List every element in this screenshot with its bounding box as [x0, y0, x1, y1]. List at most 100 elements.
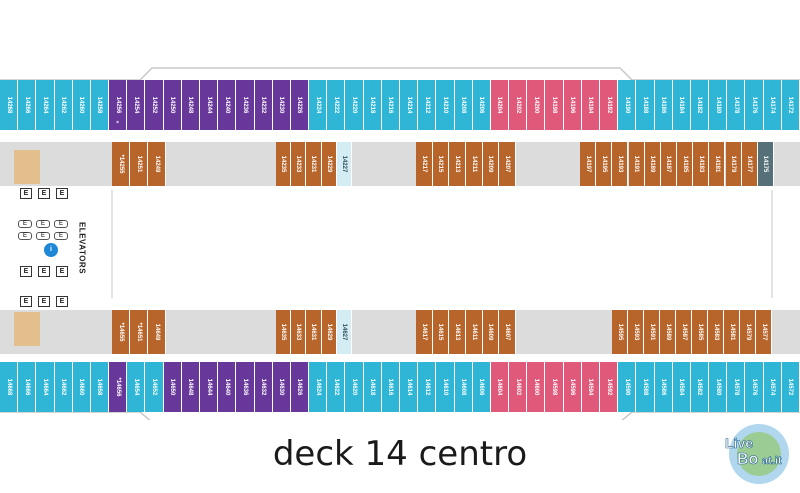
cabin-14262[interactable]: 14262: [54, 80, 73, 130]
cabin-14231[interactable]: 14231: [306, 142, 322, 186]
cabin-14195[interactable]: 14195: [596, 142, 613, 186]
cabin-14655[interactable]: *14655: [112, 310, 130, 354]
cabin-14611[interactable]: 14611: [466, 310, 483, 354]
cabin-14602[interactable]: 14602: [509, 362, 528, 412]
cabin-14662[interactable]: 14662: [54, 362, 73, 412]
cabin-14230[interactable]: 14230: [272, 80, 291, 130]
cabin-14188[interactable]: 14188: [636, 80, 655, 130]
cabin-14590[interactable]: 14590: [618, 362, 637, 412]
cabin-14233[interactable]: 14233: [291, 142, 307, 186]
cabin-14207[interactable]: 14207: [499, 142, 516, 186]
cabin-14175[interactable]: 14175: [757, 142, 774, 186]
cabin-14660[interactable]: 14660: [72, 362, 91, 412]
cabin-14576[interactable]: 14576: [745, 362, 764, 412]
cabin-14593[interactable]: 14593: [628, 310, 644, 354]
cabin-14178[interactable]: 14178: [727, 80, 746, 130]
cabin-14649[interactable]: 14649: [148, 310, 166, 354]
cabin-14251[interactable]: 14251: [130, 142, 148, 186]
cabin-14198[interactable]: 14198: [545, 80, 564, 130]
cabin-14613[interactable]: 14613: [449, 310, 466, 354]
cabin-14612[interactable]: 14612: [418, 362, 437, 412]
cabin-14185[interactable]: 14185: [677, 142, 694, 186]
cabin-14213[interactable]: 14213: [449, 142, 466, 186]
cabin-14191[interactable]: 14191: [628, 142, 645, 186]
cabin-14214[interactable]: 14214: [400, 80, 419, 130]
cabin-14600[interactable]: 14600: [527, 362, 546, 412]
cabin-14626[interactable]: 14626: [290, 362, 310, 412]
cabin-14177[interactable]: 14177: [741, 142, 758, 186]
cabin-14240[interactable]: 14240: [218, 80, 237, 130]
cabin-14582[interactable]: 14582: [690, 362, 710, 412]
cabin-14664[interactable]: 14664: [36, 362, 55, 412]
cabin-14258[interactable]: 14258: [90, 80, 110, 130]
cabin-14249[interactable]: 14249: [148, 142, 166, 186]
cabin-14212[interactable]: 14212: [418, 80, 437, 130]
cabin-14650[interactable]: 14650: [163, 362, 182, 412]
cabin-14604[interactable]: 14604: [490, 362, 510, 412]
cabin-14610[interactable]: 14610: [436, 362, 455, 412]
cabin-14189[interactable]: 14189: [644, 142, 661, 186]
cabin-14256[interactable]: 14256*: [109, 80, 128, 130]
cabin-14252[interactable]: 14252: [145, 80, 164, 130]
cabin-14654[interactable]: 14654: [127, 362, 146, 412]
cabin-14255[interactable]: *14255: [112, 142, 130, 186]
cabin-14620[interactable]: 14620: [345, 362, 364, 412]
cabin-14192[interactable]: 14192: [600, 80, 619, 130]
cabin-14216[interactable]: 14216: [381, 80, 400, 130]
cabin-14580[interactable]: 14580: [709, 362, 728, 412]
cabin-14250[interactable]: 14250: [163, 80, 182, 130]
cabin-14193[interactable]: 14193: [612, 142, 629, 186]
cabin-14210[interactable]: 14210: [436, 80, 455, 130]
cabin-14656[interactable]: *14656: [109, 362, 128, 412]
cabin-14635[interactable]: 14635: [276, 310, 292, 354]
cabin-14226[interactable]: 14226: [290, 80, 310, 130]
cabin-14598[interactable]: 14598: [545, 362, 564, 412]
cabin-14222[interactable]: 14222: [327, 80, 346, 130]
cabin-14583[interactable]: 14583: [708, 310, 724, 354]
cabin-14624[interactable]: 14624: [309, 362, 328, 412]
cabin-14179[interactable]: 14179: [725, 142, 742, 186]
cabin-14579[interactable]: 14579: [740, 310, 756, 354]
cabin-14614[interactable]: 14614: [400, 362, 419, 412]
cabin-14627[interactable]: 14627: [336, 310, 352, 354]
cabin-14588[interactable]: 14588: [636, 362, 655, 412]
cabin-14609[interactable]: 14609: [482, 310, 500, 354]
cabin-14218[interactable]: 14218: [363, 80, 382, 130]
cabin-14644[interactable]: 14644: [200, 362, 219, 412]
cabin-14631[interactable]: 14631: [306, 310, 322, 354]
cabin-14622[interactable]: 14622: [327, 362, 346, 412]
cabin-14633[interactable]: 14633: [291, 310, 307, 354]
cabin-14574[interactable]: 14574: [763, 362, 782, 412]
cabin-14592[interactable]: 14592: [600, 362, 619, 412]
cabin-14200[interactable]: 14200: [527, 80, 546, 130]
cabin-14202[interactable]: 14202: [509, 80, 528, 130]
cabin-14196[interactable]: 14196: [563, 80, 582, 130]
cabin-14648[interactable]: 14648: [181, 362, 200, 412]
cabin-14176[interactable]: 14176: [745, 80, 764, 130]
cabin-14591[interactable]: 14591: [644, 310, 660, 354]
cabin-14581[interactable]: 14581: [724, 310, 740, 354]
cabin-14636[interactable]: 14636: [236, 362, 255, 412]
cabin-14190[interactable]: 14190: [618, 80, 637, 130]
cabin-14629[interactable]: 14629: [321, 310, 337, 354]
cabin-14215[interactable]: 14215: [432, 142, 450, 186]
cabin-14248[interactable]: 14248: [181, 80, 200, 130]
cabin-14668[interactable]: 14668: [0, 362, 19, 412]
cabin-14594[interactable]: 14594: [581, 362, 600, 412]
cabin-14630[interactable]: 14630: [272, 362, 291, 412]
cabin-14572[interactable]: 14572: [781, 362, 800, 412]
cabin-14577[interactable]: 14577: [756, 310, 772, 354]
cabin-14596[interactable]: 14596: [563, 362, 582, 412]
cabin-14244[interactable]: 14244: [200, 80, 219, 130]
cabin-14197[interactable]: 14197: [580, 142, 597, 186]
cabin-14615[interactable]: 14615: [432, 310, 450, 354]
cabin-14595[interactable]: 14595: [612, 310, 628, 354]
cabin-14209[interactable]: 14209: [482, 142, 500, 186]
cabin-14204[interactable]: 14204: [490, 80, 510, 130]
cabin-14181[interactable]: 14181: [709, 142, 726, 186]
cabin-14589[interactable]: 14589: [660, 310, 676, 354]
cabin-14224[interactable]: 14224: [309, 80, 328, 130]
cabin-14220[interactable]: 14220: [345, 80, 364, 130]
cabin-14584[interactable]: 14584: [672, 362, 691, 412]
cabin-14232[interactable]: 14232: [254, 80, 273, 130]
